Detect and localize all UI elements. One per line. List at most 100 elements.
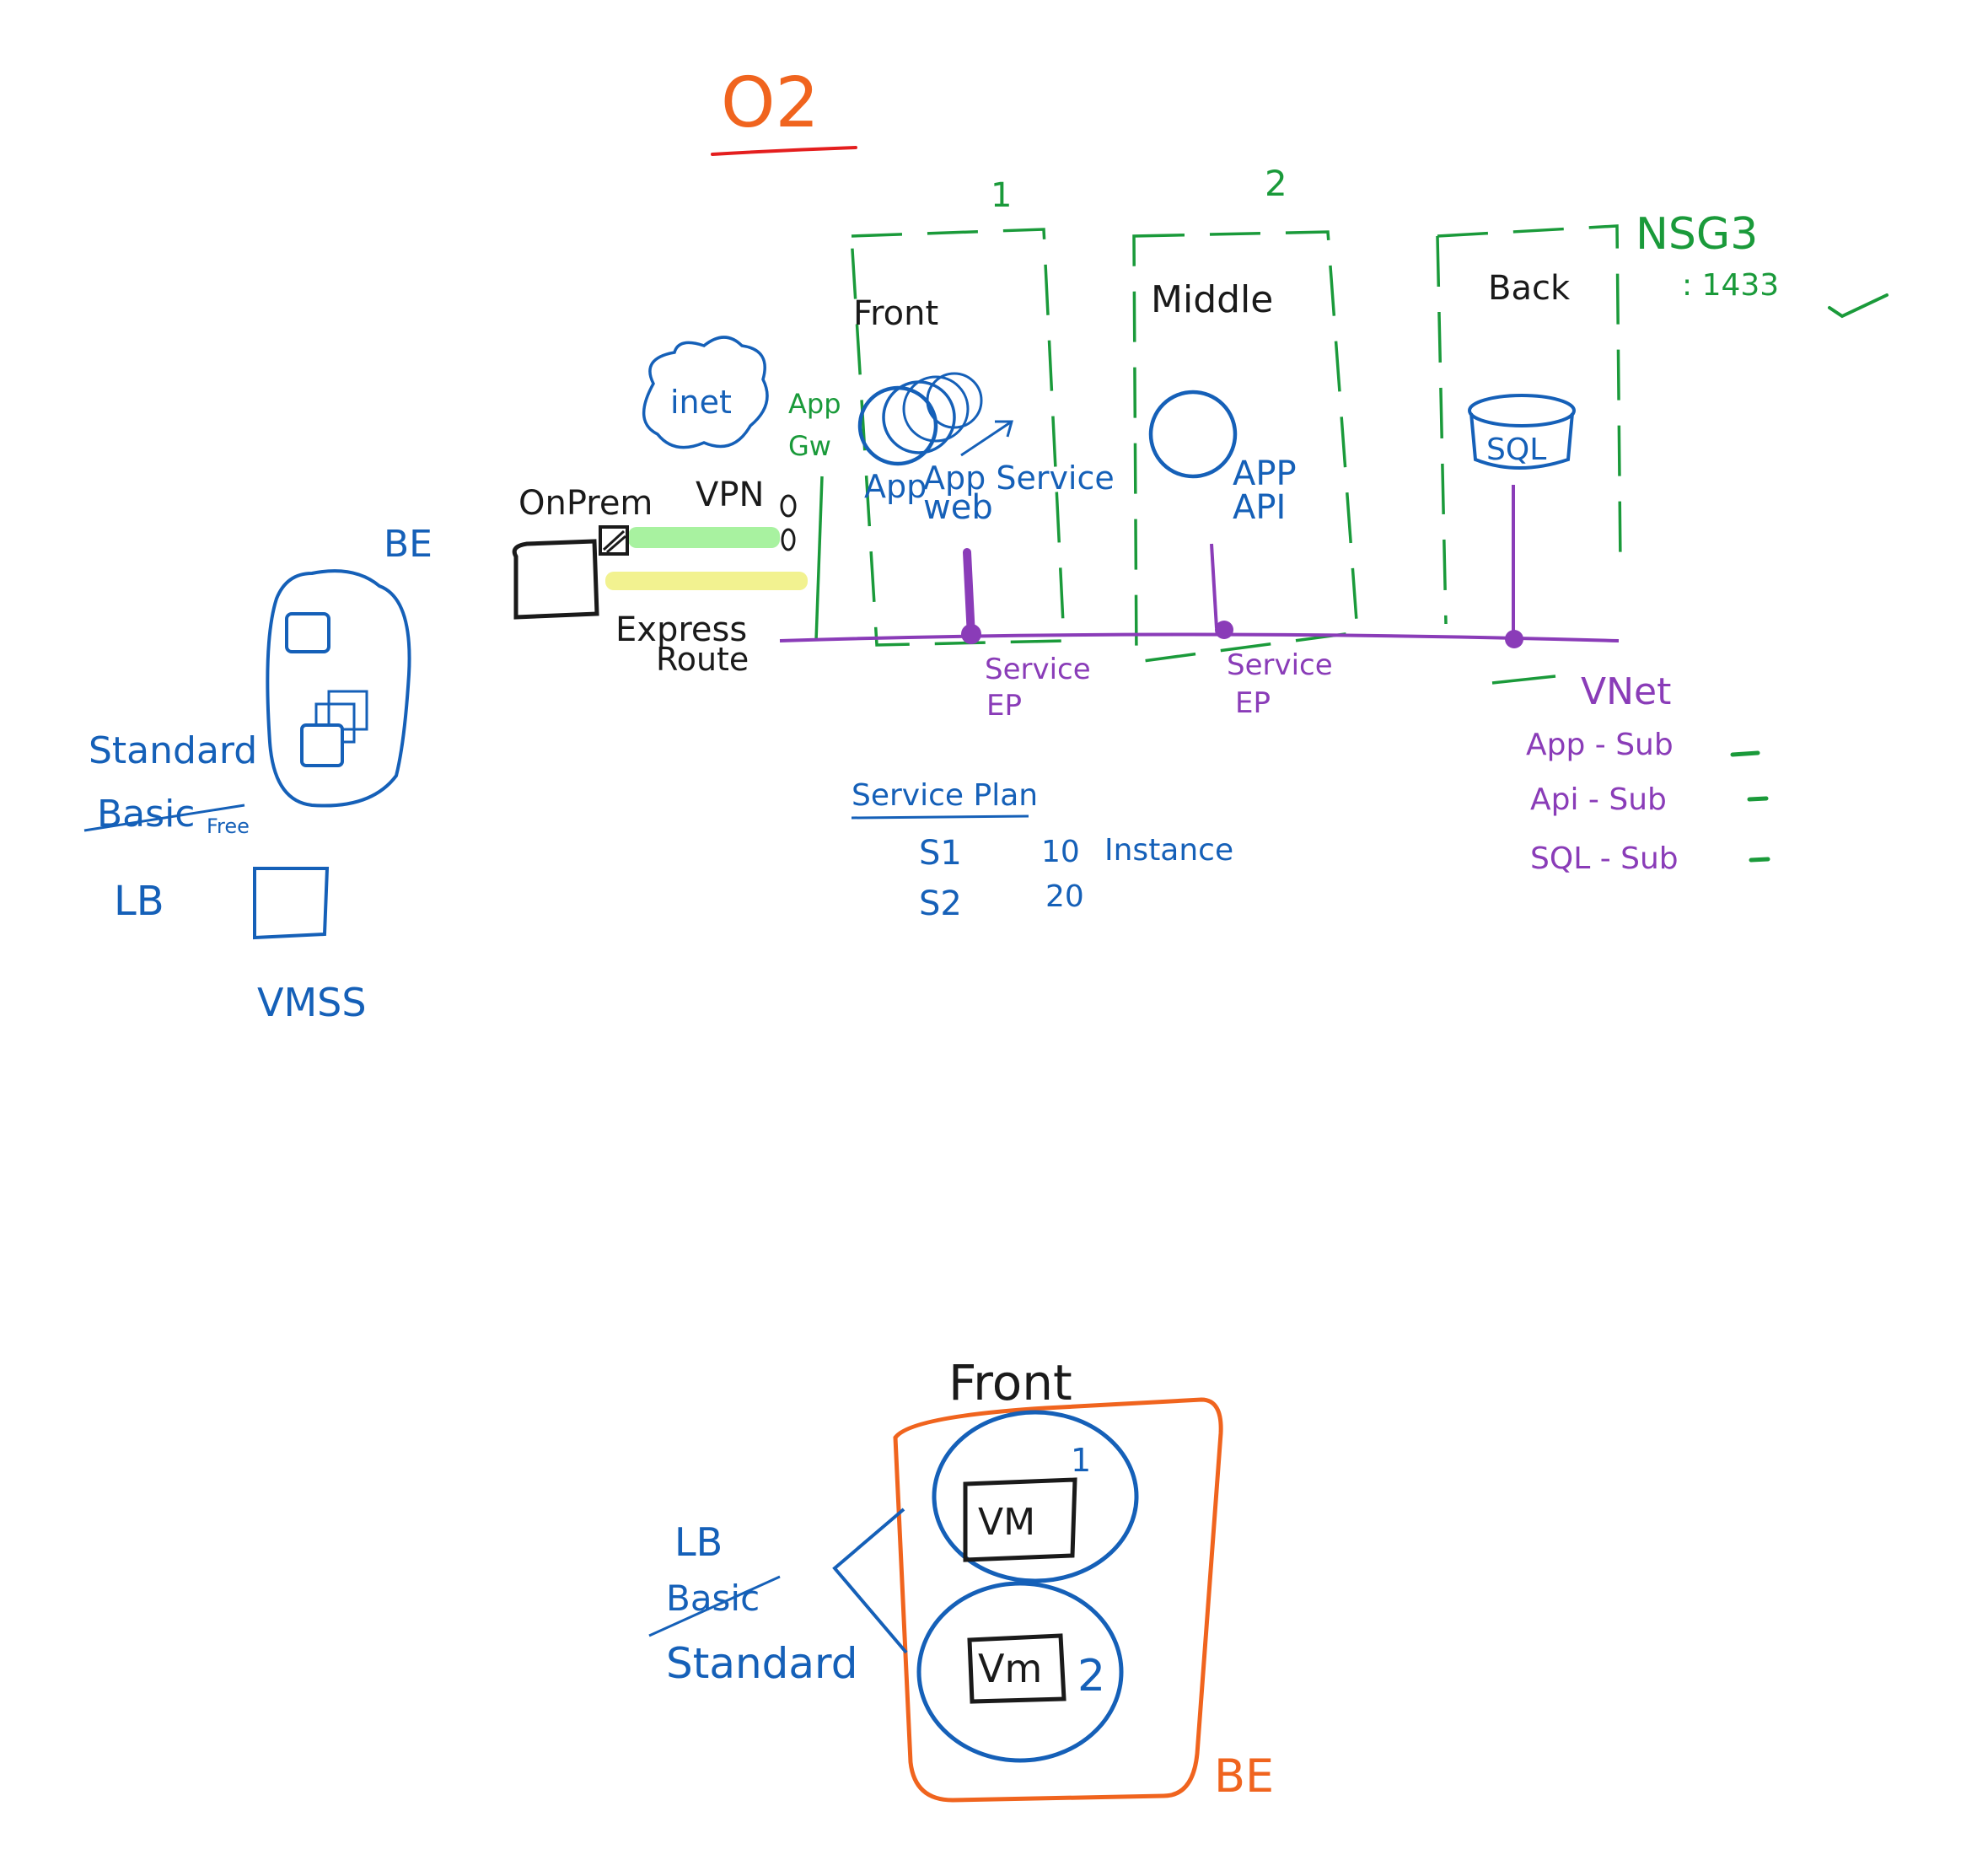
service-plan-underline <box>851 814 1029 820</box>
middle-box <box>1132 230 1359 664</box>
service-plan-title: Service Plan <box>852 778 1038 813</box>
plan-row2-sku: S2 <box>919 884 962 923</box>
service-plan: Service Plan S1 10 Instance S2 20 <box>851 778 1233 923</box>
bottom-basic-strike <box>648 1575 781 1637</box>
gateway-port-1 <box>780 494 797 518</box>
back-box <box>1437 224 1622 566</box>
bottom-standard-label: Standard <box>666 1639 857 1688</box>
app-service-instance-2 <box>882 380 956 454</box>
tier-back: Back <box>1436 224 1622 685</box>
left-be-pool <box>266 569 411 808</box>
plan-row1-count: 10 <box>1041 835 1080 869</box>
app-gw-line <box>814 476 824 642</box>
plan-row1-unit: Instance <box>1104 833 1233 868</box>
app-api: APP API <box>1148 390 1297 527</box>
vpn-label: VPN <box>696 476 764 514</box>
subnet-check-3 <box>1749 857 1770 863</box>
cloud-icon <box>642 336 769 449</box>
inet-text: inet <box>670 384 732 421</box>
bottom-vm2-label: Vm <box>978 1646 1042 1691</box>
left-lb-box <box>253 867 330 940</box>
back-box-left <box>1436 235 1448 625</box>
left-vm-icon <box>285 612 330 653</box>
onprem-group: OnPrem VPN Express Route <box>512 476 808 678</box>
app-service-instance-3 <box>902 375 970 443</box>
app-service-line2: web <box>923 488 993 527</box>
bottom-vm1-circle <box>932 1410 1139 1583</box>
vnet-line <box>779 632 1620 642</box>
middle-number: 2 <box>1265 163 1287 204</box>
middle-label: Middle <box>1151 278 1273 321</box>
vnet-subnet-3: SQL - Sub <box>1530 841 1679 876</box>
app-api-line2: API <box>1233 488 1286 527</box>
title-text: O2 <box>721 63 819 143</box>
nsg-group: NSG3 : 1433 <box>1636 209 1888 319</box>
nsg-port: : 1433 <box>1682 268 1779 303</box>
app-service-line1: App Service <box>923 460 1115 497</box>
back-label: Back <box>1488 269 1571 308</box>
service-ep-2-line2: EP <box>1235 686 1271 720</box>
onprem-label: OnPrem <box>518 484 653 523</box>
bottom-vm1-label: VM <box>978 1501 1035 1544</box>
sql-db-top <box>1468 394 1576 427</box>
vpn-gateway-hatch <box>602 529 626 554</box>
vpn-gateway-icon <box>599 525 629 556</box>
vnet-subnet-2: Api - Sub <box>1530 782 1667 817</box>
app-gw-line2: Gw <box>788 430 831 462</box>
bottom-vm1-box <box>963 1477 1077 1562</box>
bottom-vm1-number: 1 <box>1071 1442 1091 1479</box>
bottom-vm2-circle <box>916 1581 1124 1763</box>
middle-connector <box>1210 543 1218 629</box>
app-api-icon <box>1148 390 1238 479</box>
bottom-lb-label: LB <box>674 1519 723 1565</box>
bottom-lb-lines <box>832 1508 908 1654</box>
left-basic-strike <box>83 804 245 832</box>
tier-middle: 2 Middle <box>1132 163 1359 664</box>
sql-db-body <box>1469 412 1574 470</box>
express-line2: Route <box>656 641 749 678</box>
plan-row1-sku: S1 <box>919 834 962 873</box>
inet-cloud: inet <box>642 336 769 449</box>
subnet-check-2 <box>1747 796 1769 802</box>
tier-front: 1 Front <box>850 176 1066 647</box>
app-gw-line1: App <box>788 388 841 420</box>
bottom-front-label: Front <box>948 1354 1072 1411</box>
left-basic: Basic <box>97 793 196 836</box>
app-api-line1: APP <box>1233 454 1297 493</box>
vnet-label: VNet <box>1581 670 1671 713</box>
highlight-vpn <box>628 527 780 548</box>
title-group: O2 <box>711 63 857 156</box>
scale-arrow-icon <box>960 420 1013 457</box>
app-service-instance-1 <box>857 385 938 466</box>
middle-endpoint-dot <box>1215 621 1233 639</box>
app-service-web: App App Service web <box>857 372 1115 527</box>
highlight-expressroute <box>605 572 808 590</box>
sql-db: SQL <box>1468 394 1576 470</box>
onprem-box <box>512 539 599 620</box>
bottom-vm2-number: 2 <box>1077 1651 1105 1701</box>
front-box <box>850 228 1066 647</box>
service-ep-2-line1: Service <box>1227 648 1333 682</box>
left-be-label: BE <box>384 523 432 566</box>
left-vmss-icon-back <box>327 690 368 731</box>
left-cluster: BE Standard Basic Free LB VMSS <box>83 523 432 1025</box>
express-line1: Express <box>615 610 747 649</box>
left-vmss: VMSS <box>257 980 367 1025</box>
bottom-diagram: Front BE VM 1 Vm 2 LB Basic Standard <box>648 1354 1274 1803</box>
front-endpoint-dot <box>961 624 981 644</box>
front-label: Front <box>853 294 938 333</box>
bottom-be-label: BE <box>1214 1750 1274 1803</box>
subnet-check-1 <box>1730 750 1760 757</box>
vnet-group: Service EP Service EP VNet App - Sub Api… <box>779 485 1770 876</box>
left-standard: Standard <box>89 729 257 772</box>
gateway-port-2 <box>781 528 796 551</box>
sql-db-label: SQL <box>1486 433 1546 467</box>
back-endpoint-dot <box>1505 630 1523 648</box>
title-underline <box>711 146 857 156</box>
left-lb: LB <box>114 878 164 925</box>
vnet-subnet-1: App - Sub <box>1526 728 1674 762</box>
left-free: Free <box>207 814 250 838</box>
plan-row2-count: 20 <box>1045 879 1084 914</box>
nsg-check-icon <box>1828 293 1888 319</box>
